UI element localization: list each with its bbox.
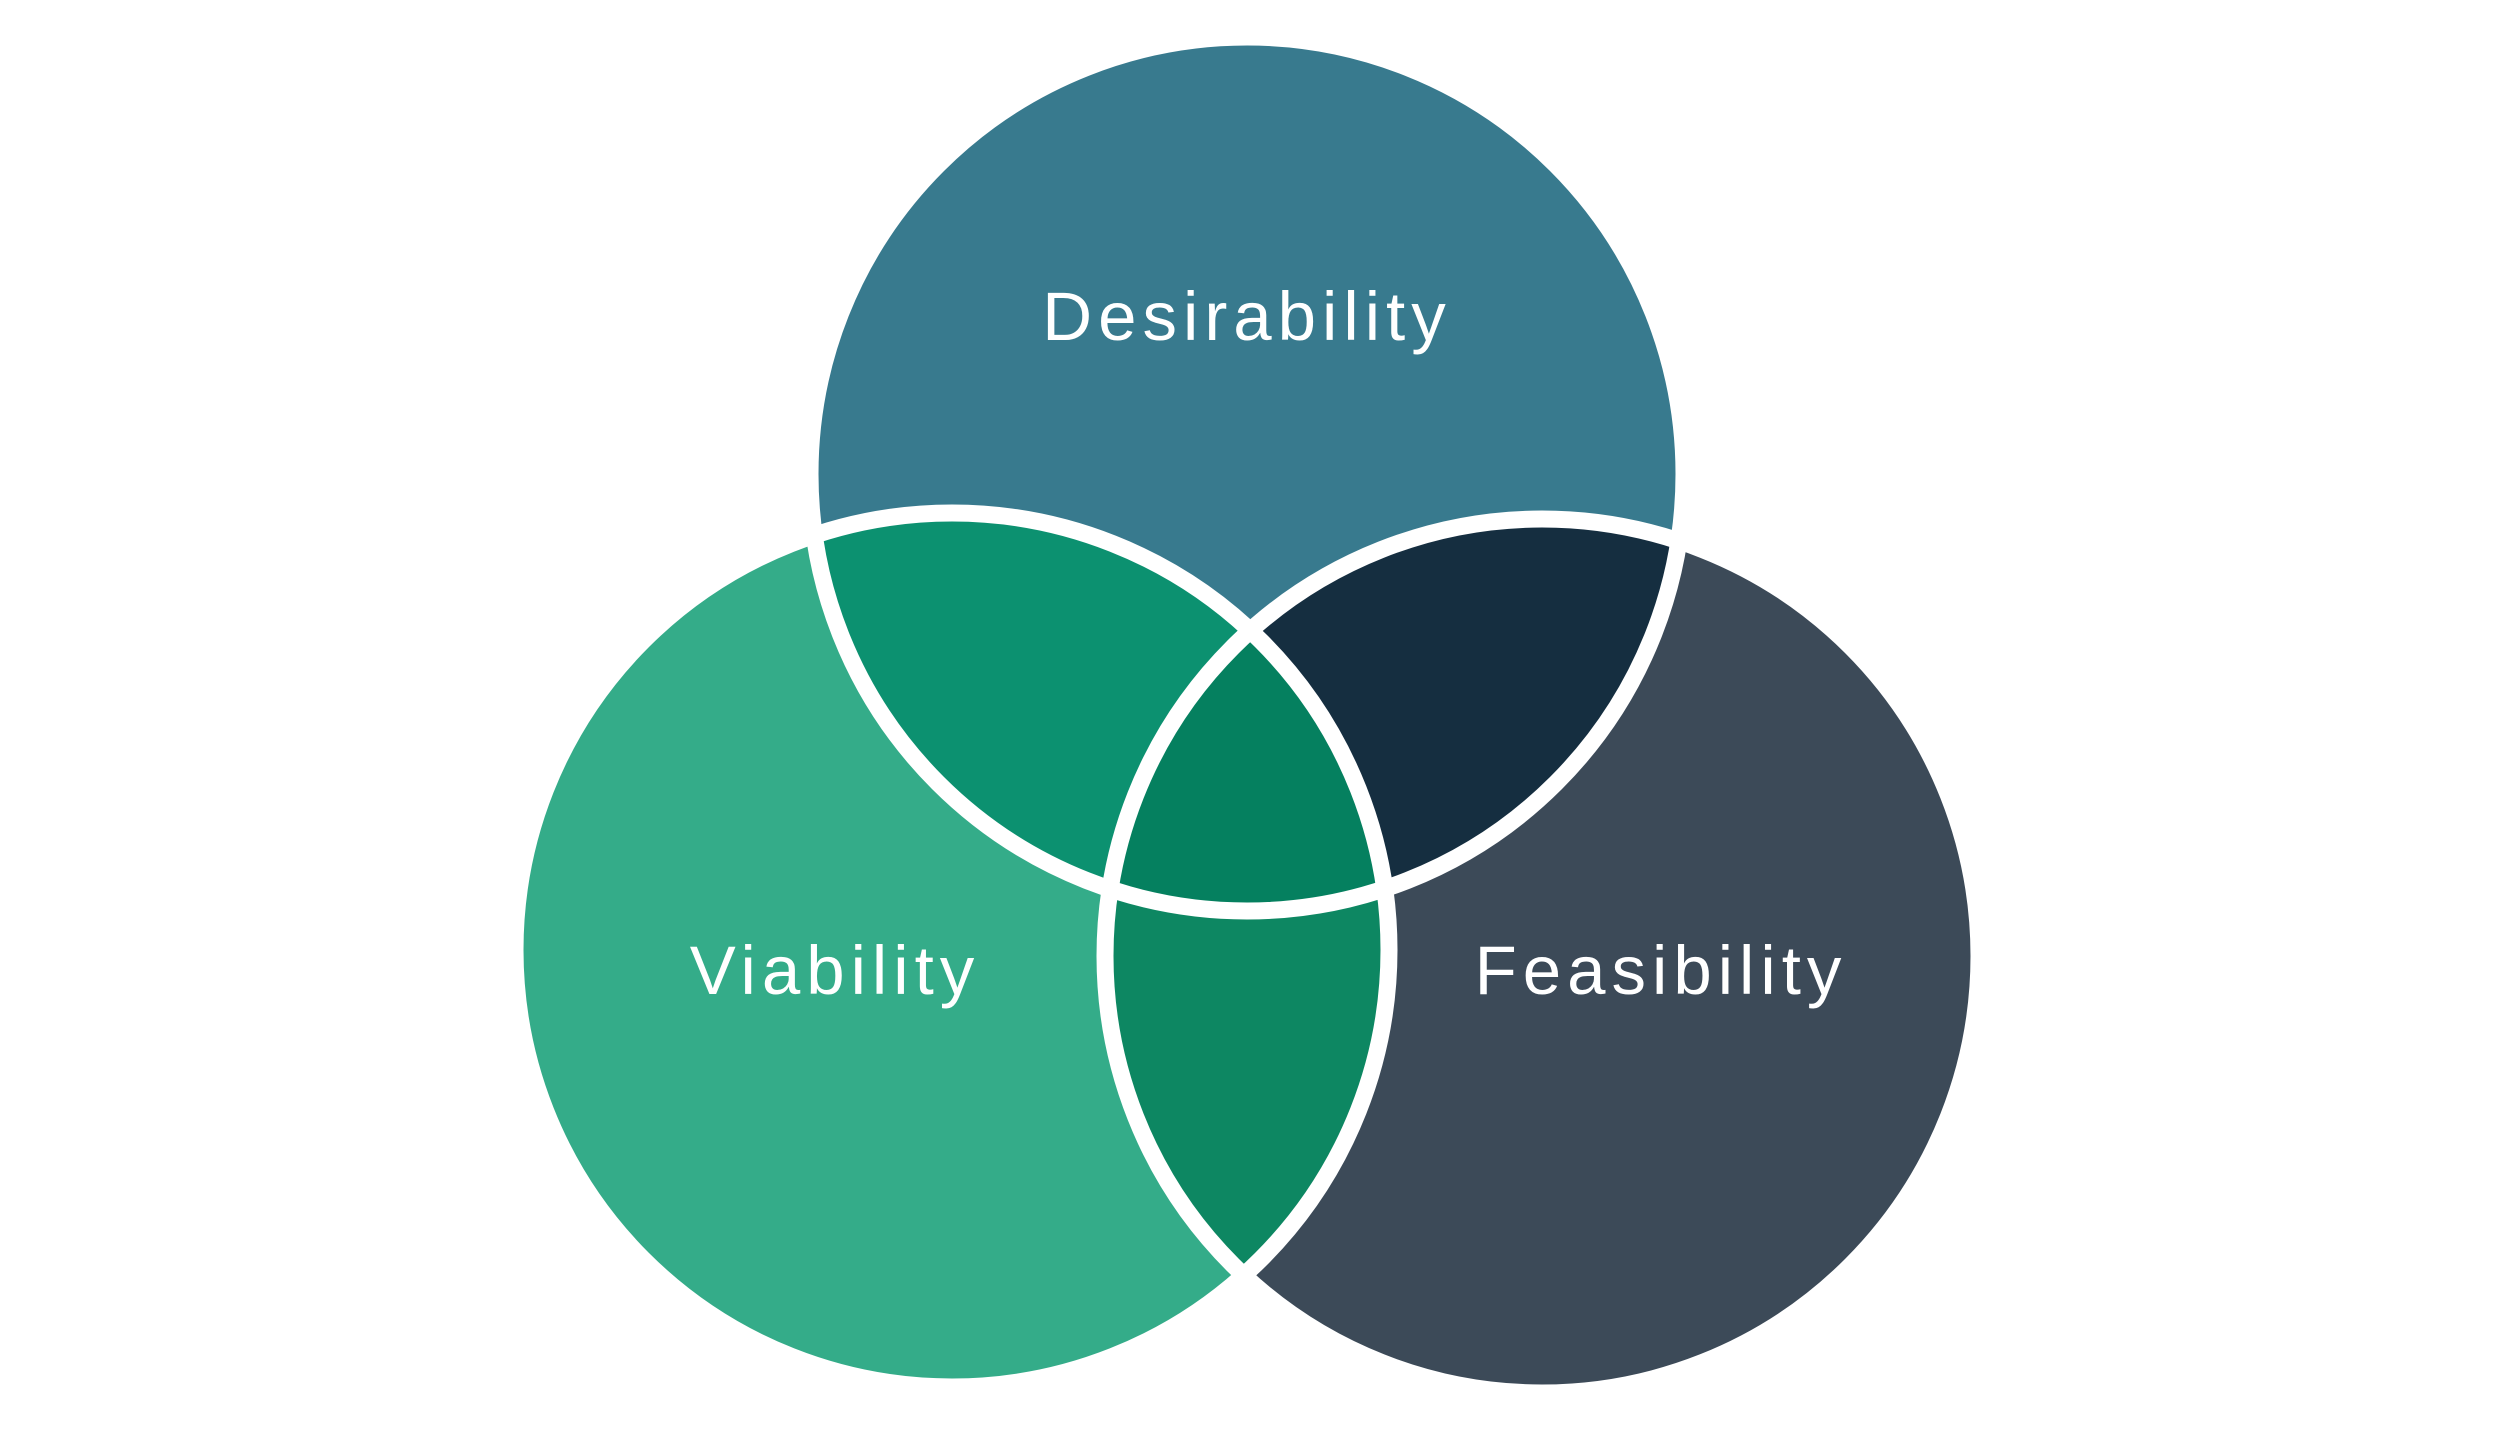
label-feasibility: Feasibility: [1475, 932, 1848, 1009]
label-viability: Viability: [690, 932, 981, 1009]
outline-viability: [506, 504, 1398, 1396]
outline-desirability: [801, 28, 1693, 920]
outline-feasibility: [1096, 510, 1988, 1402]
overlap-center: [1105, 519, 1389, 911]
label-desirability: Desirability: [1042, 278, 1451, 355]
